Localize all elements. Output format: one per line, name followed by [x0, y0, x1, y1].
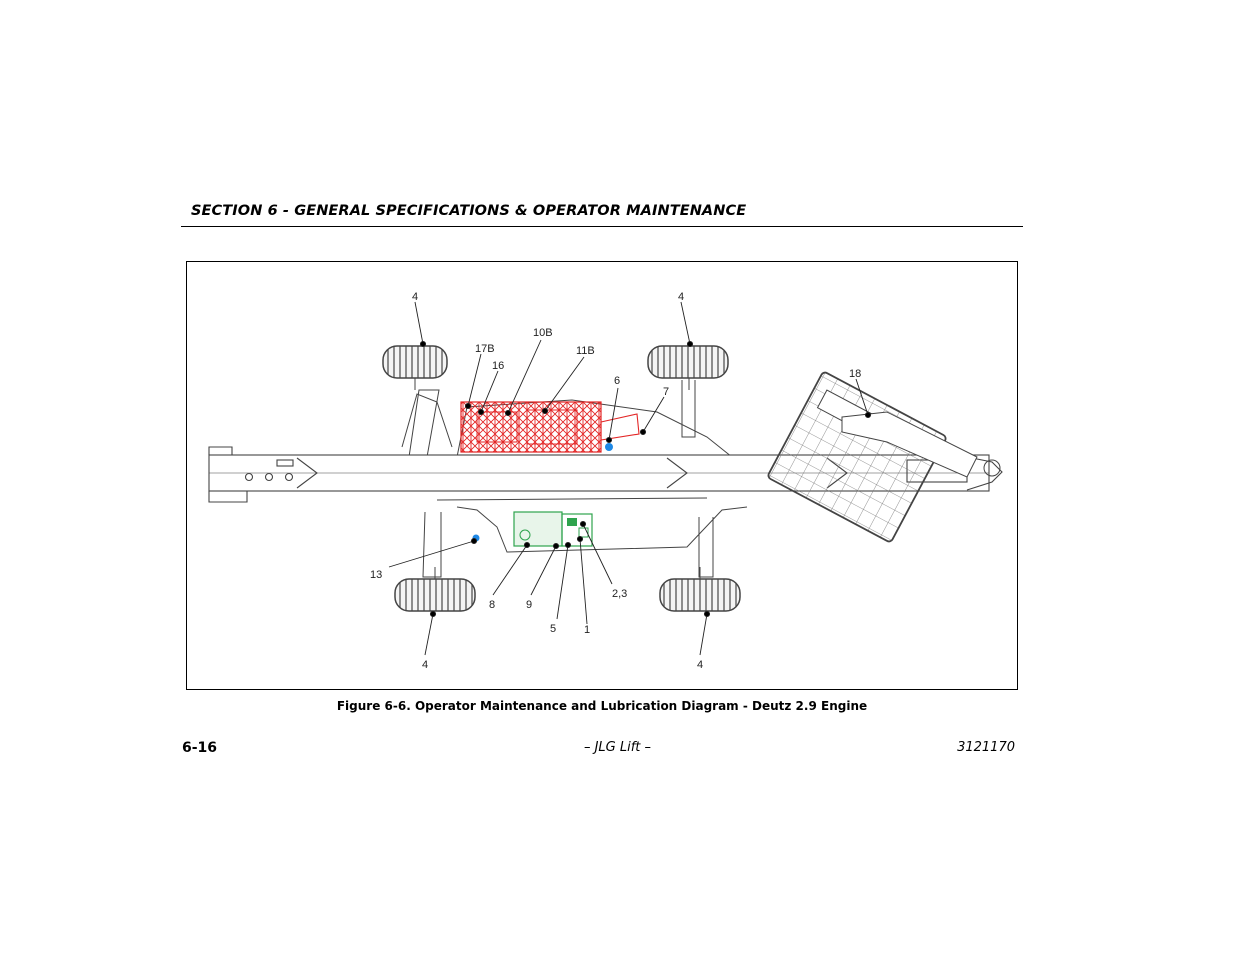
engine-assembly	[460, 401, 640, 453]
leader-lines	[388, 301, 872, 656]
callout-4-rear-right: 4	[697, 659, 703, 671]
control-console	[841, 411, 1001, 478]
callout-17b: 17B	[475, 343, 495, 355]
callout-7: 7	[663, 386, 669, 398]
callout-10b: 10B	[533, 327, 553, 339]
callout-4-front-left: 4	[412, 291, 418, 303]
figure-frame: 4 4 4 4 17B 16 10B 11B 6 7 18 13 8 9 5 1…	[186, 261, 1018, 690]
callout-4-rear-left: 4	[422, 659, 428, 671]
wheel-front-right	[647, 345, 729, 390]
callout-8: 8	[489, 599, 495, 611]
callout-5: 5	[550, 623, 556, 635]
callout-16: 16	[492, 360, 504, 372]
wheel-rear-right	[659, 567, 741, 612]
callout-9: 9	[526, 599, 532, 611]
lubrication-diagram: 4 4 4 4 17B 16 10B 11B 6 7 18 13 8 9 5 1…	[208, 291, 1003, 671]
footer-publisher: – JLG Lift –	[583, 740, 652, 755]
wheel-front-left	[382, 345, 448, 390]
document-number: 3121170	[957, 740, 1015, 755]
fluid-marker-6	[605, 443, 613, 451]
callout-2-3: 2,3	[612, 588, 627, 600]
callout-6: 6	[614, 375, 620, 387]
callout-13: 13	[370, 569, 382, 581]
section-title: SECTION 6 - GENERAL SPECIFICATIONS & OPE…	[191, 203, 747, 219]
figure-caption: Figure 6-6. Operator Maintenance and Lub…	[336, 699, 868, 713]
hydraulic-components	[513, 511, 593, 547]
callout-18: 18	[849, 368, 861, 380]
callout-11b: 11B	[576, 345, 595, 357]
page-number: 6-16	[182, 740, 218, 756]
header-rule	[181, 226, 1023, 227]
wheel-rear-left	[394, 567, 476, 612]
platform	[767, 371, 947, 543]
callout-4-front-right: 4	[678, 291, 684, 303]
callout-1: 1	[584, 624, 590, 636]
